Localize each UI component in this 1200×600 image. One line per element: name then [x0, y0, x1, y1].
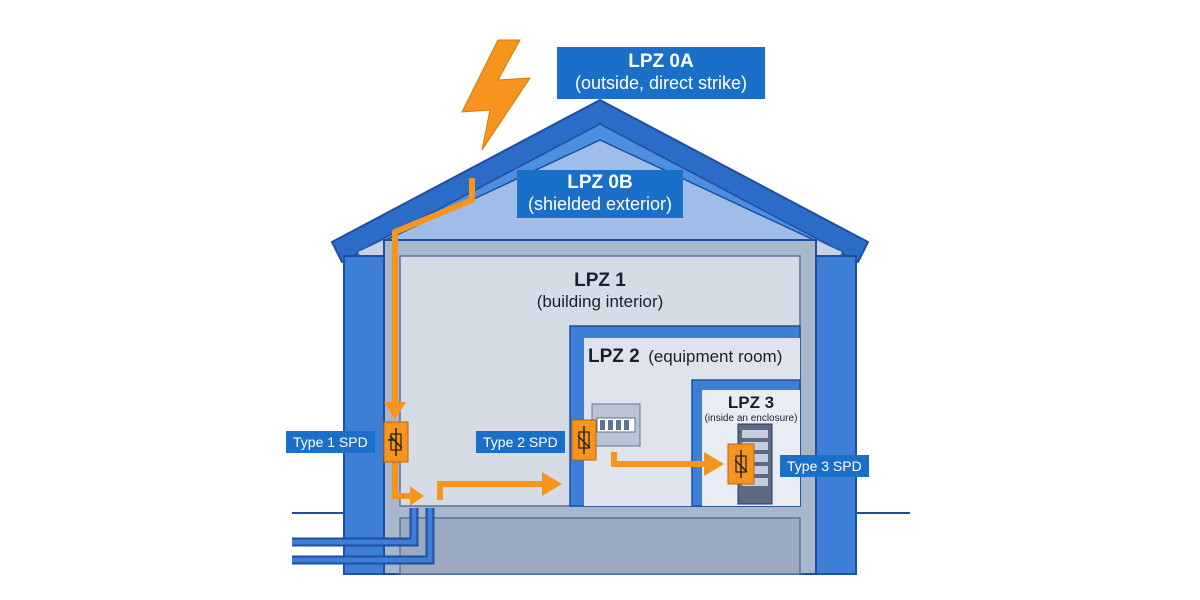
lpz3-label: LPZ 3 (inside an enclosure)	[700, 393, 802, 424]
spd-type2-device	[571, 419, 597, 461]
surge-arrowhead-lpz3	[704, 452, 724, 476]
spd-type1-label: Type 1 SPD	[286, 431, 375, 453]
surge-arrowhead-bottom	[410, 486, 424, 506]
surge-path-down-conductor	[392, 178, 475, 408]
surge-path-bottom	[392, 462, 412, 499]
outer-wall-left	[343, 255, 385, 575]
lpz3-name: LPZ 3	[727, 393, 775, 412]
spd-type1-device	[383, 421, 409, 463]
basement	[399, 517, 801, 575]
lpz0a-name: LPZ 0A	[628, 51, 694, 72]
distribution-panel-icon	[591, 403, 641, 447]
lpz0a-desc: (outside, direct strike)	[574, 72, 748, 93]
spd-type2-label: Type 2 SPD	[476, 431, 565, 453]
surge-path-to-lpz3	[611, 452, 706, 467]
lpz0b-callout: LPZ 0B (shielded exterior)	[517, 170, 683, 218]
lpz2-name: LPZ 2	[588, 346, 640, 367]
lpz0b-desc: (shielded exterior)	[527, 193, 673, 214]
lpz0b-name: LPZ 0B	[567, 172, 633, 193]
spd-type3-device	[727, 443, 755, 485]
service-pipe-1-core	[292, 508, 417, 545]
lpz1-name: LPZ 1	[574, 270, 626, 291]
service-pipe-2-core	[292, 508, 433, 563]
lpz0a-callout: LPZ 0A (outside, direct strike)	[557, 47, 765, 99]
surge-arrowhead-lpz2	[542, 472, 562, 496]
roof-outer	[330, 98, 870, 264]
lpz1-label: LPZ 1 (building interior)	[500, 270, 700, 312]
lpz2-desc: (equipment room)	[648, 347, 783, 366]
surge-arrowhead-down	[384, 402, 406, 420]
outer-wall-right	[815, 255, 857, 575]
spd-type3-label: Type 3 SPD	[780, 455, 869, 477]
lightning-bolt-icon	[461, 39, 531, 151]
surge-path-to-lpz2	[437, 481, 544, 500]
lpz2-label: LPZ 2 (equipment room)	[588, 346, 800, 368]
lpz1-desc: (building interior)	[536, 292, 664, 311]
lpz3-desc: (inside an enclosure)	[704, 413, 798, 424]
